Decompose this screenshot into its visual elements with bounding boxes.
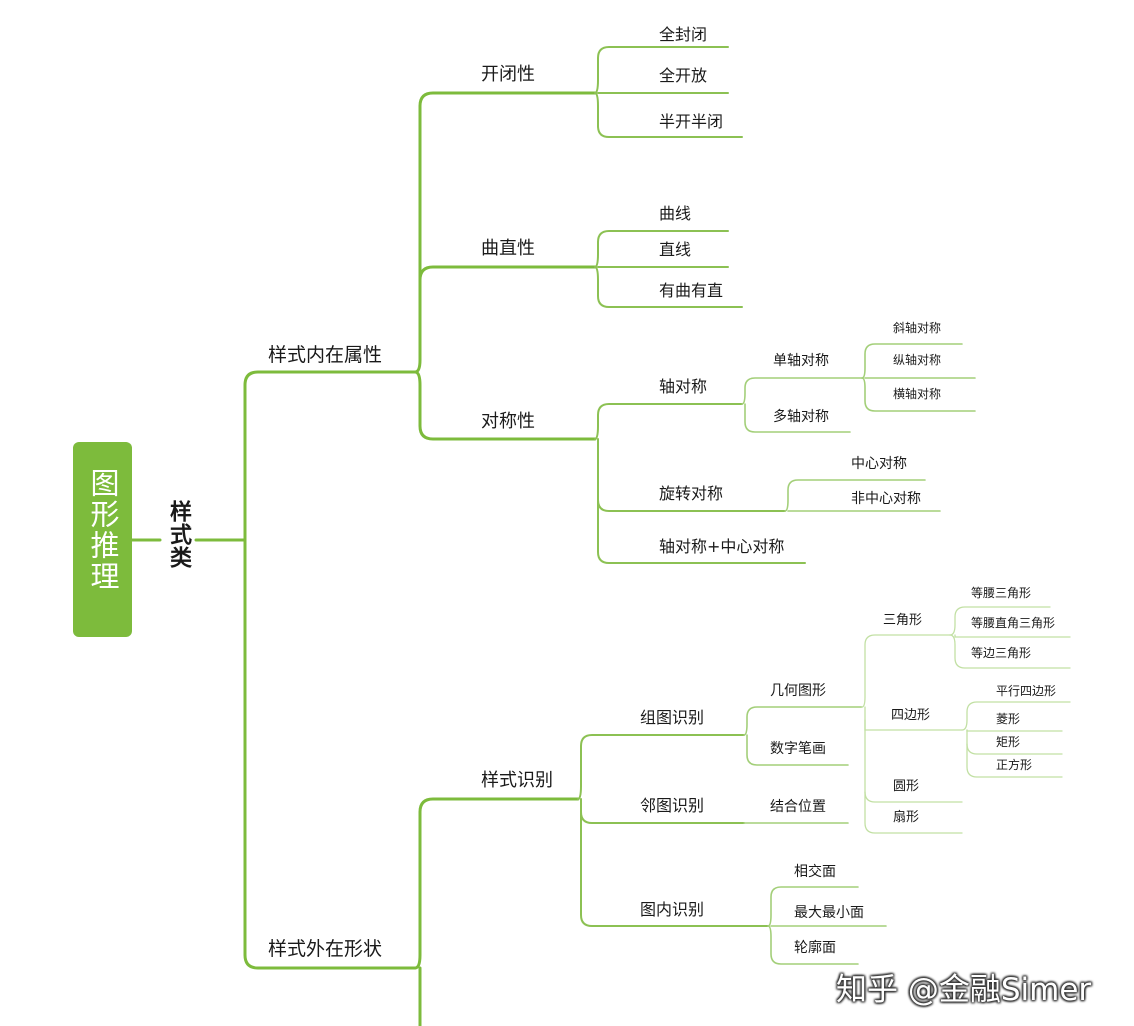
leaf-dengyao: 等腰三角形 xyxy=(971,586,1032,600)
connector-shibie-zutu xyxy=(577,734,745,800)
connector-sibian-1 xyxy=(961,701,1071,731)
connector-sanjiao-1 xyxy=(949,606,1051,636)
connector-outer-shibie xyxy=(413,797,580,970)
leaf-feizhongxin: 非中心对称 xyxy=(851,491,921,507)
root-node-label: 图形推理 xyxy=(86,468,120,592)
connector-sibian-4 xyxy=(966,743,1063,778)
connector-jihe-sanjiao xyxy=(861,634,951,708)
node-lintu: 邻图识别 xyxy=(640,796,705,815)
node-quzhixing: 曲直性 xyxy=(481,238,535,259)
leaf-pingxing: 平行四边形 xyxy=(996,684,1057,698)
node-yangshi-shibie: 样式识别 xyxy=(481,770,553,791)
connector-sanjiao-2 xyxy=(954,634,1071,638)
connector-dan-3 xyxy=(861,377,976,412)
leaf-xiangjiao: 相交面 xyxy=(794,864,836,880)
node-sibian: 四边形 xyxy=(891,708,931,723)
category-label: 样式类 xyxy=(166,500,191,569)
leaf-xiezhou: 斜轴对称 xyxy=(893,321,942,335)
leaf-lunkuo: 轮廓面 xyxy=(794,940,836,956)
leaf-yuanxing: 圆形 xyxy=(893,779,920,794)
connector-inner-kaibixing xyxy=(413,91,597,374)
root-node-box xyxy=(73,442,132,637)
connector-quzhi-1 xyxy=(594,230,729,268)
leaf-shanxing: 扇形 xyxy=(893,810,920,825)
node-zhouduichen: 轴对称 xyxy=(659,377,708,396)
leaf-dengyaozhijiao: 等腰直角三角形 xyxy=(971,616,1056,630)
leaf-jiehe: 结合位置 xyxy=(770,799,826,815)
node-kaibixing: 开闭性 xyxy=(481,64,535,85)
connector-trunk-outer xyxy=(243,538,417,970)
node-duichenxing: 对称性 xyxy=(481,411,535,432)
connector-kaibi-1 xyxy=(594,46,729,94)
leaf-lingxing: 菱形 xyxy=(996,712,1021,726)
leaf-bankaibanbi: 半开半闭 xyxy=(659,112,724,131)
leaf-quxian: 曲线 xyxy=(659,204,692,223)
connector-zutu-shuzi xyxy=(746,734,849,766)
node-zutu: 组图识别 xyxy=(640,708,705,727)
connector-duichen-combo xyxy=(597,499,806,564)
leaf-quankaifang: 全开放 xyxy=(659,66,708,85)
leaf-juxing: 矩形 xyxy=(996,735,1021,749)
leaf-zhouzhongxin: 轴对称+中心对称 xyxy=(659,537,785,556)
node-tunei: 图内识别 xyxy=(640,900,705,919)
connector-kaibi-3 xyxy=(594,92,743,138)
connector-sanjiao-3 xyxy=(949,634,1071,669)
leaf-shuzi: 数字笔画 xyxy=(770,741,826,757)
leaf-hengzhou: 横轴对称 xyxy=(893,387,942,401)
leaf-zhongxin: 中心对称 xyxy=(851,456,907,472)
node-xuanzhuan: 旋转对称 xyxy=(659,484,724,503)
connector-zhou-dan xyxy=(741,377,863,405)
connector-zutu-jihe xyxy=(743,706,863,736)
node-sanjiao: 三角形 xyxy=(883,613,923,628)
node-outer-shape: 样式外在形状 xyxy=(268,938,383,960)
connector-duichen-zhou xyxy=(594,403,743,440)
leaf-zhixian: 直线 xyxy=(659,240,692,259)
connector-inner-quzhixing xyxy=(418,265,597,282)
node-inner-properties: 样式内在属性 xyxy=(268,344,383,366)
connector-xuan-1 xyxy=(784,479,926,512)
leaf-zuidazuixiao: 最大最小面 xyxy=(794,905,864,921)
connector-tunei-1 xyxy=(767,886,859,927)
leaf-quanfengbi: 全封闭 xyxy=(659,25,708,44)
watermark-text: 知乎 @金融Simer xyxy=(836,972,1092,1008)
leaf-zongzhou: 纵轴对称 xyxy=(893,353,942,367)
connector-zhou-duo xyxy=(744,403,851,433)
connector-shibie-tunei xyxy=(580,811,769,927)
leaf-dengbian: 等边三角形 xyxy=(971,646,1032,660)
node-jihe: 几何图形 xyxy=(770,683,826,699)
connector-quzhi-3 xyxy=(594,266,743,308)
connector-inner-duichenxing xyxy=(413,370,597,441)
connector-trunk-inner xyxy=(243,370,417,542)
connector-dan-1 xyxy=(861,343,963,379)
leaf-duozhou: 多轴对称 xyxy=(773,409,829,425)
connector-jihe-shan xyxy=(864,791,963,834)
leaf-zhengfang: 正方形 xyxy=(996,758,1033,772)
connector-sibian-2 xyxy=(966,729,1063,732)
leaf-youquyouzhi: 有曲有直 xyxy=(659,281,724,300)
node-danzhou: 单轴对称 xyxy=(773,353,829,369)
connector-tunei-3 xyxy=(767,925,859,965)
